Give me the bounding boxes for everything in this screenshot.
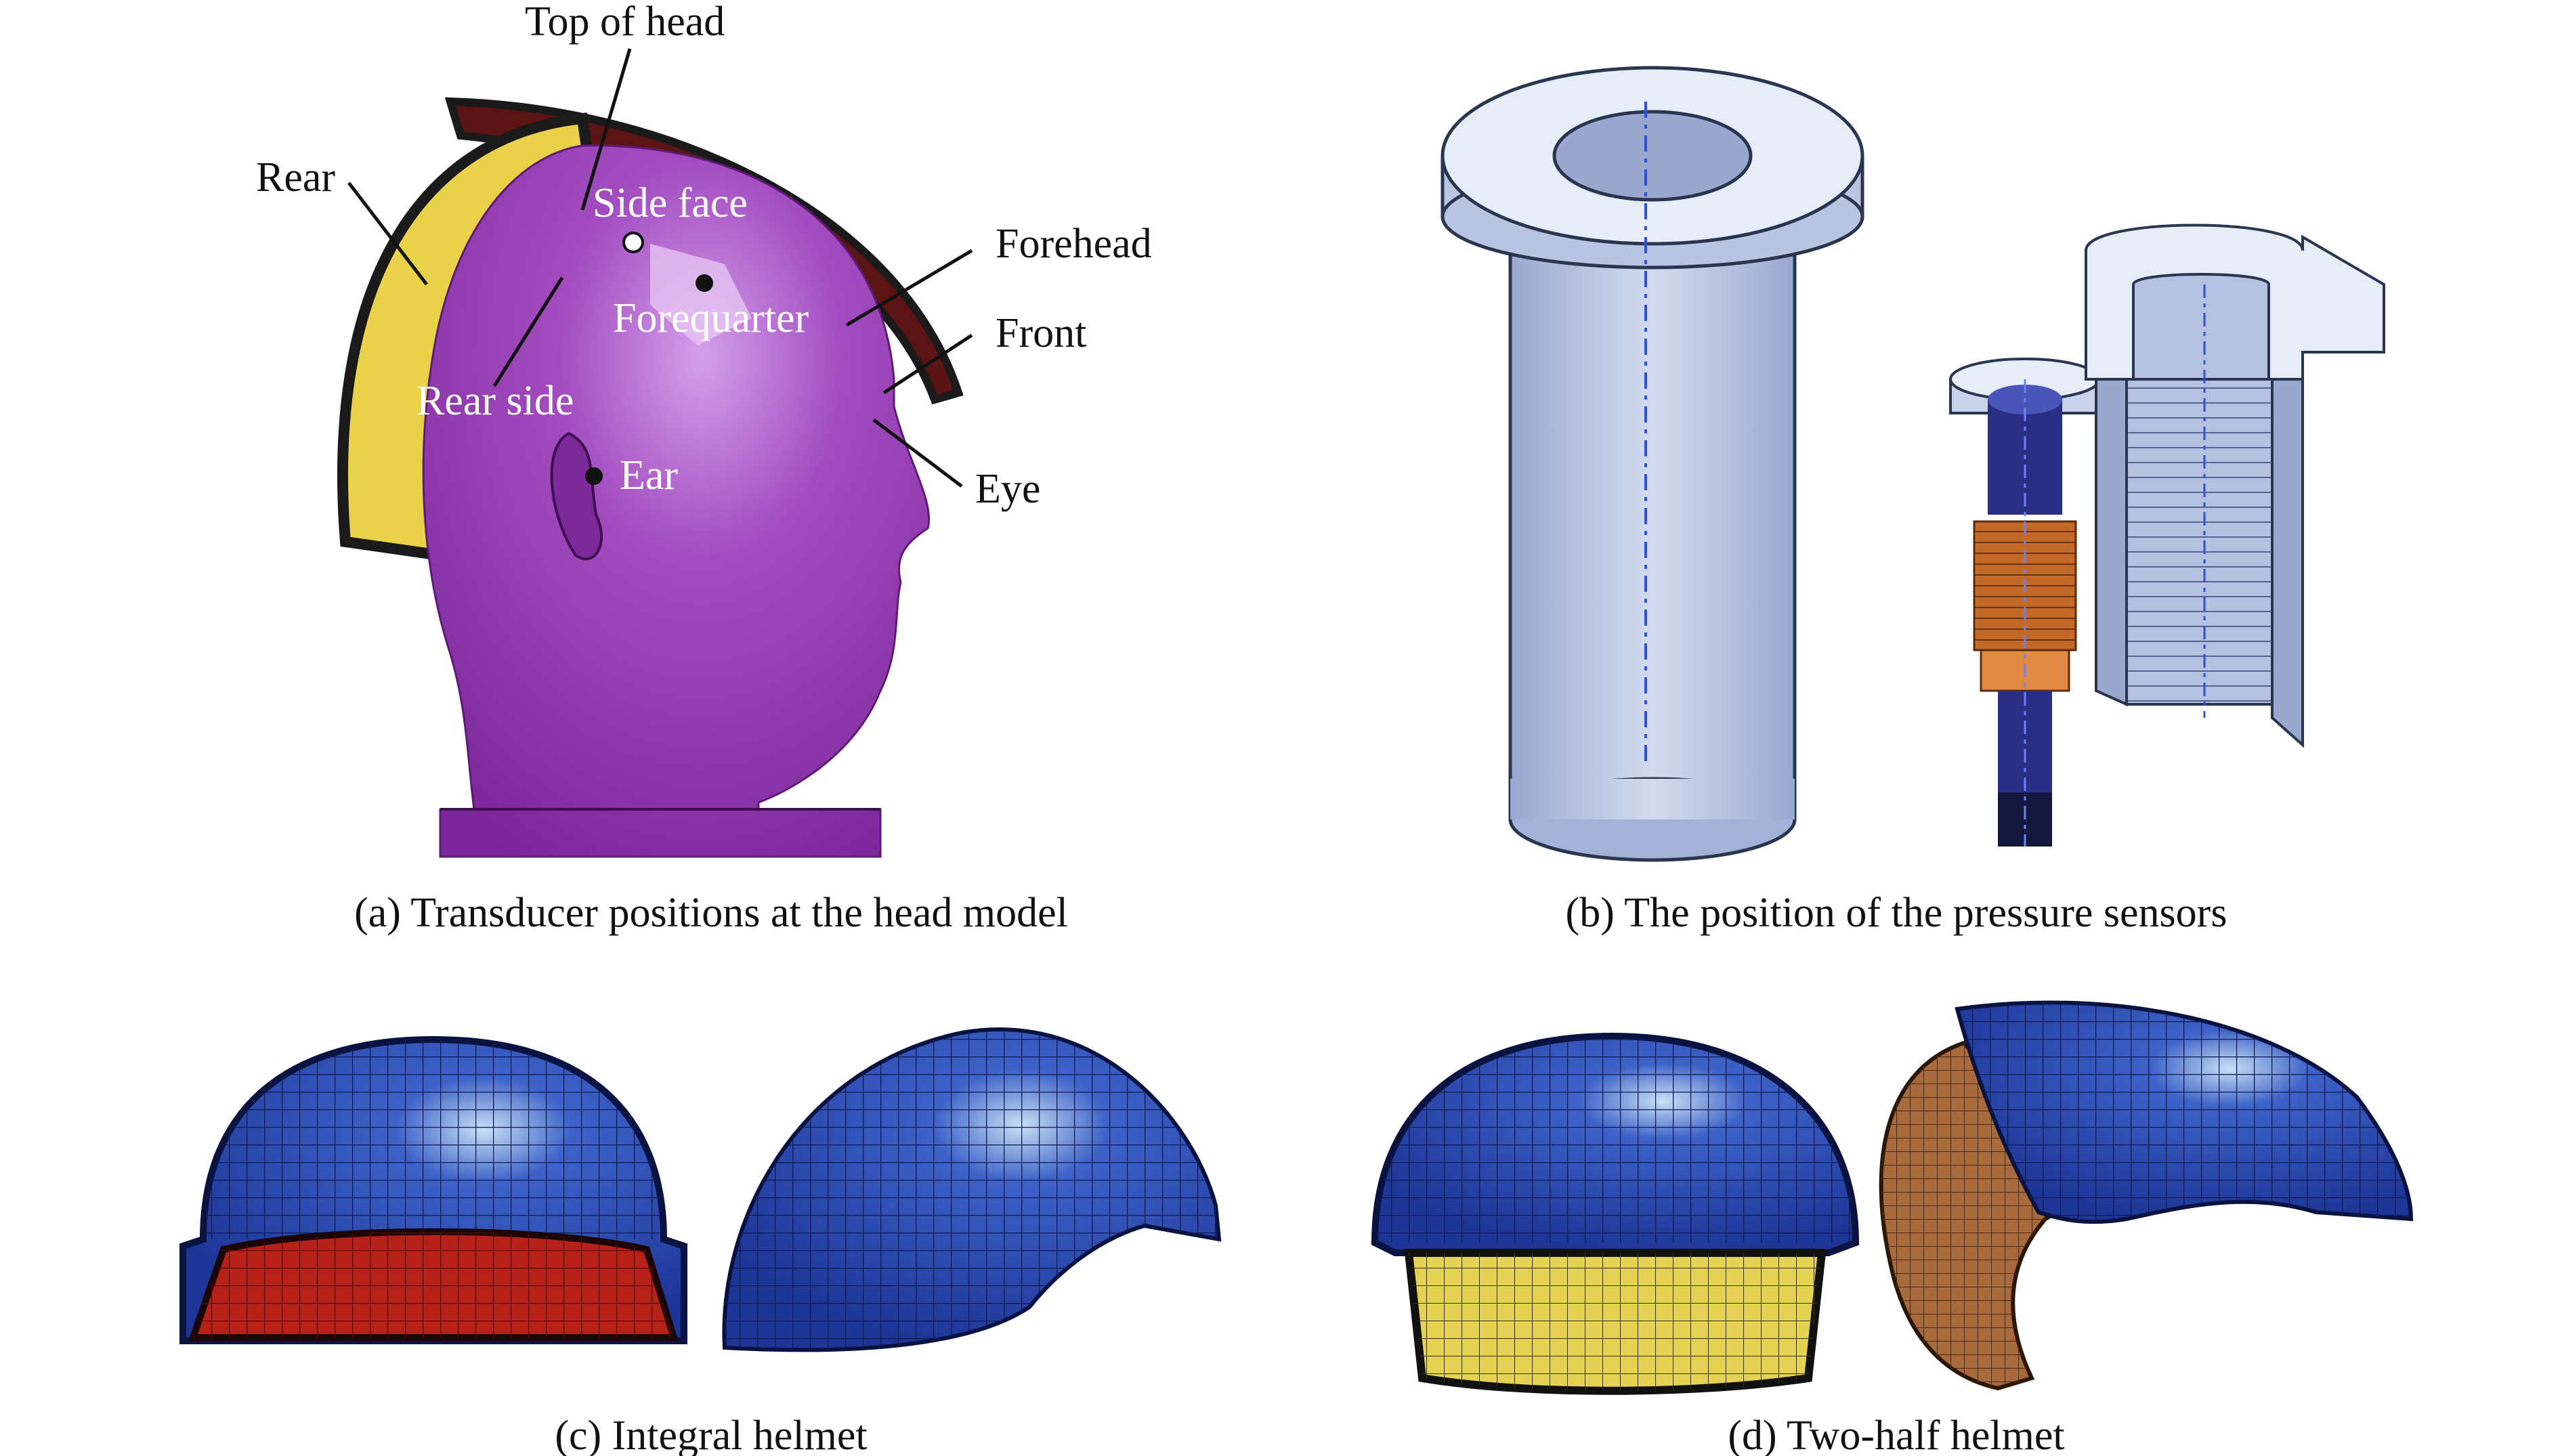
sensor-forequarter-marker bbox=[696, 274, 713, 292]
label-side-face: Side face bbox=[593, 180, 748, 226]
label-forequarter: Forequarter bbox=[613, 295, 809, 341]
panel-d-two-half-helmet: (d) Two-half helmet bbox=[1371, 1000, 2414, 1456]
label-eye: Eye bbox=[975, 466, 1040, 512]
pressure-sensor bbox=[1949, 358, 2101, 847]
leader-forehead bbox=[845, 249, 973, 327]
leader-eye bbox=[872, 419, 963, 488]
caption-b: (b) The position of the pressure sensors bbox=[1566, 890, 2227, 936]
leader-rear bbox=[347, 181, 428, 286]
leader-rear-side bbox=[492, 276, 564, 387]
sensor-ear-marker bbox=[585, 467, 603, 485]
label-ear: Ear bbox=[620, 452, 678, 498]
label-top-of-head: Top of head bbox=[525, 0, 725, 45]
head-figure bbox=[422, 144, 930, 858]
label-forehead: Forehead bbox=[996, 221, 1152, 267]
label-rear-side: Rear side bbox=[417, 378, 574, 424]
integral-helmet-side-view bbox=[722, 1027, 1222, 1352]
fixture-cutaway bbox=[2085, 223, 2385, 748]
leader-front bbox=[882, 333, 973, 395]
caption-a: (a) Transducer positions at the head mod… bbox=[354, 890, 1068, 936]
two-half-helmet-front-view bbox=[1371, 1032, 1860, 1395]
two-half-helmet-side-view bbox=[1879, 1000, 2414, 1391]
caption-c: (c) Integral helmet bbox=[555, 1413, 867, 1456]
integral-helmet-front-view bbox=[179, 1035, 687, 1344]
sensor-side-face-marker bbox=[622, 232, 644, 253]
panel-b-pressure-sensors: (b) The position of the pressure sensors bbox=[1441, 66, 2385, 936]
panel-a-head-model: Top of head Rear Side face Forehead Fore… bbox=[256, 0, 1152, 936]
label-front: Front bbox=[996, 310, 1086, 356]
fixture-cylinder bbox=[1441, 66, 1864, 862]
panel-c-integral-helmet: (c) Integral helmet bbox=[179, 1027, 1222, 1456]
leader-top-of-head bbox=[580, 48, 632, 211]
label-rear: Rear bbox=[256, 154, 335, 200]
caption-d: (d) Two-half helmet bbox=[1728, 1413, 2064, 1456]
